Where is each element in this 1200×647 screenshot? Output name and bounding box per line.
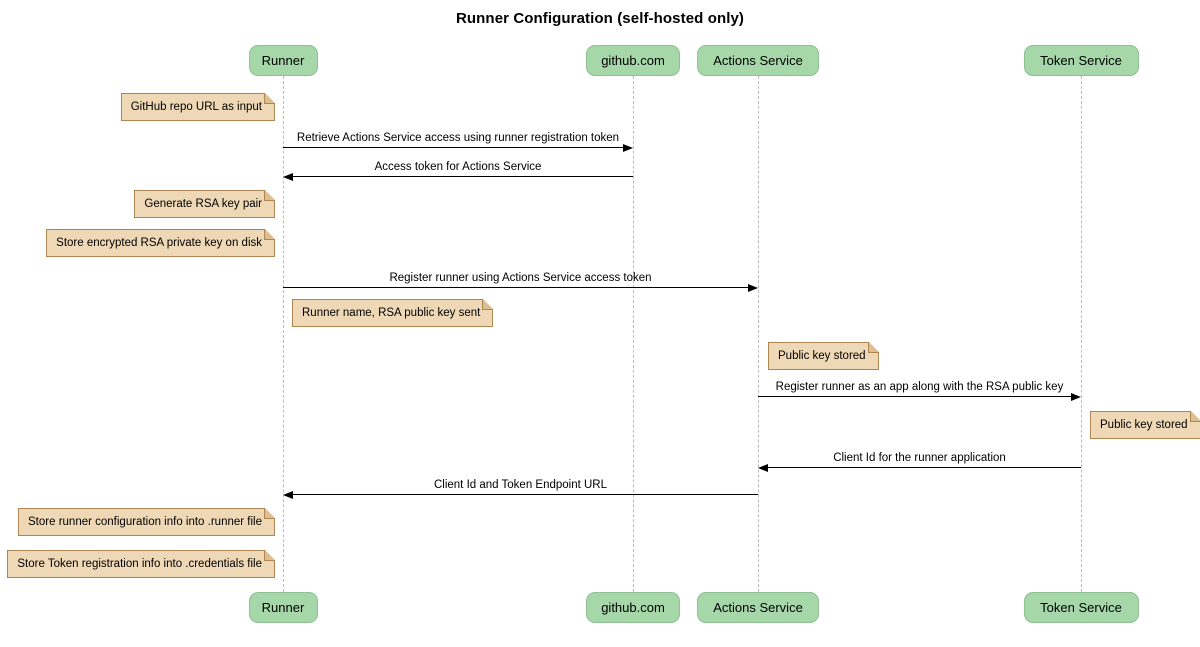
participant-token-bottom: Token Service — [1023, 592, 1139, 623]
note-2: Generate RSA key pair — [134, 190, 275, 218]
message-1-label: Retrieve Actions Service access using ru… — [296, 132, 620, 144]
lifeline-token — [1081, 76, 1082, 592]
message-6-line — [292, 494, 758, 495]
note-5-folded-corner-icon — [867, 342, 879, 353]
lifeline-runner — [283, 76, 284, 592]
message-2-label: Access token for Actions Service — [374, 161, 542, 173]
message-4-arrowhead-icon — [1071, 393, 1081, 401]
note-3: Store encrypted RSA private key on disk — [46, 229, 275, 257]
message-6-label: Client Id and Token Endpoint URL — [433, 479, 608, 491]
note-2-folded-corner-icon — [264, 190, 275, 201]
note-8: Store Token registration info into .cred… — [7, 550, 275, 578]
message-5-label: Client Id for the runner application — [833, 452, 1006, 464]
note-5: Public key stored — [768, 342, 879, 370]
note-7: Store runner configuration info into .ru… — [18, 508, 275, 536]
note-1: GitHub repo URL as input — [120, 93, 275, 121]
message-1-line — [283, 147, 624, 148]
message-2-arrowhead-icon — [283, 173, 293, 181]
participant-actions-bottom: Actions Service — [697, 592, 819, 623]
participant-runner-bottom: Runner — [248, 592, 318, 623]
message-3-arrowhead-icon — [748, 284, 758, 292]
note-8-folded-corner-icon — [264, 550, 275, 561]
message-1-arrowhead-icon — [623, 144, 633, 152]
note-1-folded-corner-icon — [264, 93, 275, 104]
note-4-folded-corner-icon — [482, 299, 494, 310]
note-7-folded-corner-icon — [264, 508, 275, 519]
message-4-line — [758, 396, 1072, 397]
participant-actions-top: Actions Service — [697, 45, 819, 76]
message-5-line — [767, 467, 1081, 468]
participant-github-bottom: github.com — [586, 592, 680, 623]
note-6: Public key stored — [1090, 411, 1200, 439]
note-3-folded-corner-icon — [264, 229, 275, 240]
message-3-label: Register runner using Actions Service ac… — [389, 272, 652, 284]
diagram-title: Runner Configuration (self-hosted only) — [455, 10, 745, 27]
message-6-arrowhead-icon — [283, 491, 293, 499]
participant-runner-top: Runner — [248, 45, 318, 76]
message-5-arrowhead-icon — [758, 464, 768, 472]
note-4: Runner name, RSA public key sent — [292, 299, 494, 327]
lifeline-github — [633, 76, 634, 592]
message-3-line — [283, 287, 749, 288]
message-2-line — [292, 176, 633, 177]
participant-token-top: Token Service — [1023, 45, 1139, 76]
participant-github-top: github.com — [586, 45, 680, 76]
lifeline-actions — [758, 76, 759, 592]
message-4-label: Register runner as an app along with the… — [775, 381, 1064, 393]
note-6-folded-corner-icon — [1189, 411, 1200, 422]
